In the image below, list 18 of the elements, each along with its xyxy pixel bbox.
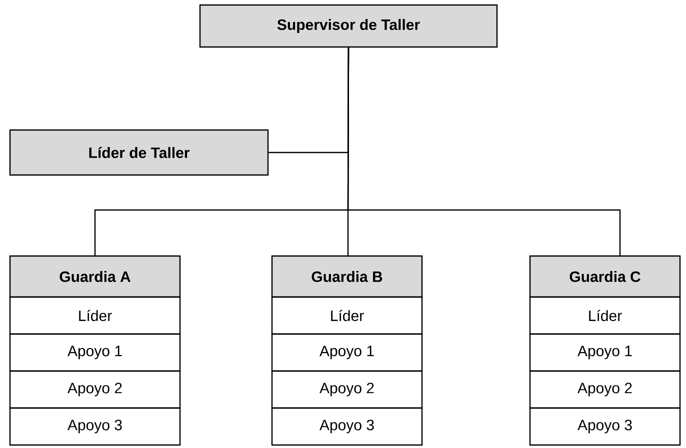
table-cell: Apoyo 2 xyxy=(9,370,181,409)
table-cell: Líder xyxy=(529,296,681,335)
table-cell: Apoyo 2 xyxy=(529,370,681,409)
header-cell: Guardia C xyxy=(529,255,681,298)
table-cell: Apoyo 3 xyxy=(9,407,181,446)
table-cell: Apoyo 3 xyxy=(271,407,423,446)
table-cell: Apoyo 2 xyxy=(271,370,423,409)
title-box: Líder de Taller xyxy=(9,129,269,176)
connector-line xyxy=(347,48,621,256)
title-box: Supervisor de Taller xyxy=(199,4,498,48)
table-cell: Apoyo 1 xyxy=(529,333,681,372)
table-cell: Líder xyxy=(9,296,181,335)
header-cell: Guardia B xyxy=(271,255,423,298)
table-cell: Líder xyxy=(271,296,423,335)
table-cell: Apoyo 1 xyxy=(271,333,423,372)
header-cell: Guardia A xyxy=(9,255,181,298)
table-cell: Apoyo 1 xyxy=(9,333,181,372)
table-cell: Apoyo 3 xyxy=(529,407,681,446)
